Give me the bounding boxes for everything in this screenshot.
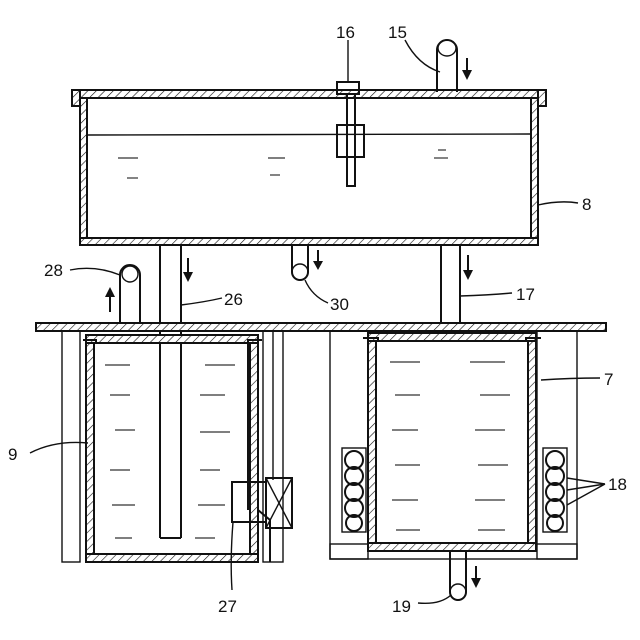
leader-lines — [30, 40, 605, 603]
upper-tank-left-wall — [80, 98, 87, 245]
ref-label-30: 30 — [330, 295, 349, 314]
ref-label-16: 16 — [336, 23, 355, 42]
right-liquid-marks — [390, 362, 510, 530]
left-liquid-marks — [105, 365, 235, 538]
left-vessel — [83, 335, 270, 562]
ref-label-26: 26 — [224, 290, 243, 309]
vent-arrow — [105, 287, 115, 312]
upper-liquid-surface — [87, 134, 531, 135]
ref-label-18: 18 — [608, 475, 627, 494]
heater-coil-left — [342, 448, 366, 532]
base-plate — [36, 323, 606, 331]
outlet-arrow — [471, 566, 481, 588]
drain-pipe — [292, 245, 308, 280]
upper-tank — [72, 90, 546, 245]
inlet-arrow — [462, 58, 472, 80]
feed-pipe — [441, 245, 460, 333]
feed-pipe-arrow — [463, 255, 473, 280]
ref-label-27: 27 — [218, 597, 237, 616]
drain-arrow — [313, 250, 323, 270]
upper-tank-bottom-wall — [80, 238, 538, 245]
right-vessel — [363, 333, 541, 551]
ref-label-17: 17 — [516, 285, 535, 304]
dip-pipe-arrow — [183, 258, 193, 282]
ref-label-9: 9 — [8, 445, 17, 464]
inlet-pipe — [437, 40, 457, 92]
upper-tank-lid — [72, 90, 546, 98]
upper-tank-right-wall — [531, 98, 538, 245]
dip-pipe — [160, 245, 181, 538]
ref-label-7: 7 — [604, 370, 613, 389]
upper-liquid-marks — [118, 150, 448, 178]
heater-coil-right — [543, 448, 567, 532]
ref-label-19: 19 — [392, 597, 411, 616]
ref-label-28: 28 — [44, 261, 63, 280]
ref-label-15: 15 — [388, 23, 407, 42]
vent-pipe — [120, 265, 140, 325]
ref-label-8: 8 — [582, 195, 591, 214]
